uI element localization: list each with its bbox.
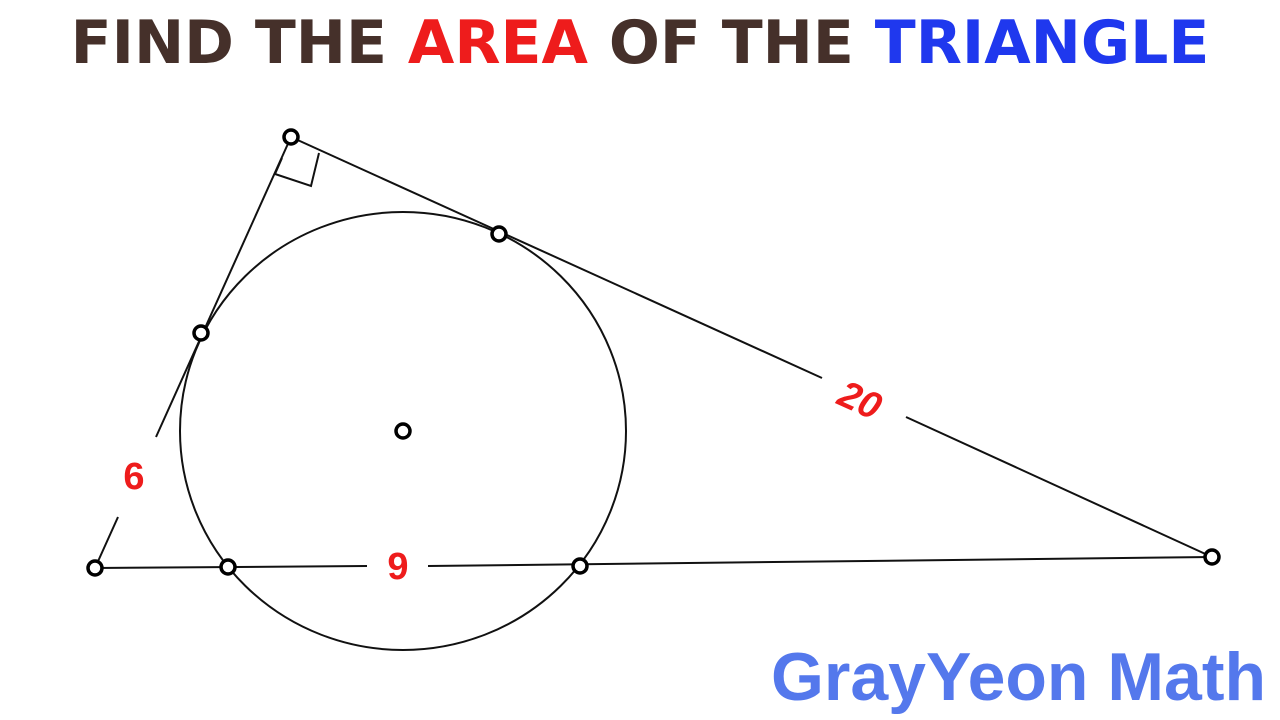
top-side-upper	[290, 136, 823, 379]
brand-watermark: GrayYeon Math	[770, 639, 1266, 715]
title-part-find-the: FIND THE	[70, 8, 408, 78]
right-angle-marker	[273, 152, 320, 188]
left-leg-lower	[94, 516, 119, 569]
vertex-right-angle	[282, 128, 300, 146]
chord-point-bottom-left	[219, 558, 237, 576]
vertex-bottom-right	[1203, 548, 1221, 566]
chord-point-bottom-right	[571, 557, 589, 575]
top-side-lower	[905, 416, 1213, 558]
label-side-9: 9	[387, 546, 408, 588]
bottom-side-right	[427, 556, 1213, 567]
title-part-triangle: TRIANGLE	[874, 8, 1210, 78]
tangent-point-top	[490, 225, 508, 243]
label-side-20: 20	[831, 373, 888, 429]
label-side-6: 6	[123, 456, 144, 498]
circle-center	[394, 422, 412, 440]
title-part-of-the: OF THE	[587, 8, 875, 78]
incircle	[179, 211, 627, 651]
title-part-area: AREA	[407, 8, 588, 78]
tangent-point-left	[192, 324, 210, 342]
vertex-bottom-left	[86, 559, 104, 577]
left-leg-upper	[155, 136, 292, 438]
page-title: FIND THE AREA OF THE TRIANGLE	[0, 8, 1280, 78]
